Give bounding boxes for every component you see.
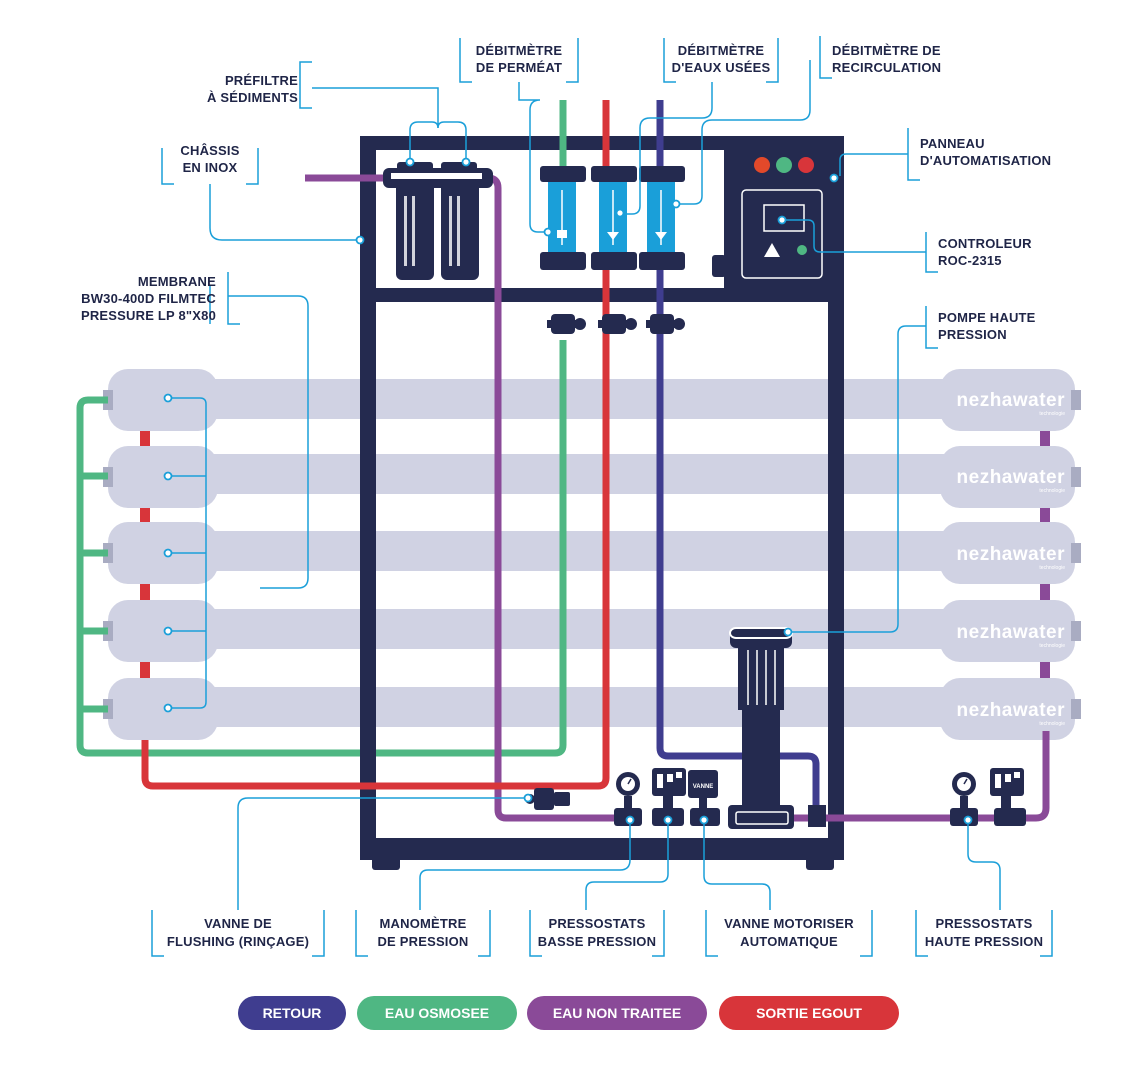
ball-valve-icon [547,314,685,334]
watermark-tagline: technologie [1039,721,1065,727]
pressure-gauge-icon [950,772,978,826]
label-pressostats-haute-1: PRESSOSTATS [935,916,1032,931]
label-debit-permeat-1: DÉBITMÈTRE [476,43,563,58]
label-panneau-1: PANNEAU [920,136,985,151]
label-prefiltre-2: À SÉDIMENTS [207,90,298,105]
label-vanne-flushing-1: VANNE DE [204,916,272,931]
label-vanne-motoriser-2: AUTOMATIQUE [740,934,838,949]
label-membrane-3: PRESSURE LP 8"X80 [81,308,216,323]
label-pompe-1: POMPE HAUTE [938,310,1036,325]
label-debit-eaux-usees-1: DÉBITMÈTRE [678,43,765,58]
label-pompe-2: PRESSION [938,327,1007,342]
watermark-brand: nezhawater [957,622,1066,643]
legend-item-sortie-egout: SORTIE EGOUT [719,996,899,1030]
label-pressostats-haute-2: HAUTE PRESSION [925,934,1043,949]
label-pressostats-basse-1: PRESSOSTATS [548,916,645,931]
label-membrane-1: MEMBRANE [138,274,216,289]
component-labels: PRÉFILTRE À SÉDIMENTS CHÂSSIS EN INOX ME… [81,43,1051,949]
label-vanne-motoriser-1: VANNE MOTORISER [724,916,854,931]
motorized-valve-icon: VANNE [688,770,720,826]
watermark-tagline: technologie [1039,643,1065,649]
label-membrane-2: BW30-400D FILMTEC [81,291,216,306]
left-manifold [76,340,1050,757]
label-vanne-flushing-2: FLUSHING (RINÇAGE) [167,934,309,949]
legend-item-eau-osmosee: EAU OSMOSEE [357,996,517,1030]
label-debit-recirculation-2: RECIRCULATION [832,60,941,75]
legend-label: EAU OSMOSEE [385,1005,489,1021]
legend: RETOUR EAU OSMOSEE EAU NON TRAITEE SORTI… [238,996,899,1030]
label-chassis-1: CHÂSSIS [180,143,239,158]
drain-line [141,100,610,790]
legend-item-retour: RETOUR [238,996,346,1030]
watermark-brand: nezhawater [957,544,1066,565]
membrane-end-caps-left [108,369,218,740]
stainless-frame [360,136,844,870]
watermark-brand: nezhawater [957,467,1066,488]
label-debit-eaux-usees-2: D'EAUX USÉES [672,60,771,75]
legend-label: SORTIE EGOUT [756,1005,862,1021]
label-prefiltre-1: PRÉFILTRE [225,73,298,88]
pressure-switch-icon [990,768,1026,826]
callout-lines [151,36,1053,957]
watermark-tagline: technologie [1039,411,1065,417]
flowmeter-icon [639,166,685,270]
membrane-end-caps-right [940,369,1075,740]
label-pressostats-basse-2: BASSE PRESSION [538,934,656,949]
label-chassis-2: EN INOX [183,160,238,175]
flowmeter-icon [540,166,586,270]
filter-housing-icon [383,162,493,280]
watermark-logos: nezhawater nezhawater nezhawater nezhawa… [957,390,1066,727]
membrane-rows [115,379,1070,727]
watermark-tagline: technologie [1039,488,1065,494]
legend-label: RETOUR [263,1005,322,1021]
membrane-array: nezhawater nezhawater nezhawater nezhawa… [103,369,1081,740]
watermark-brand: nezhawater [957,390,1066,411]
label-debit-recirculation-1: DÉBITMÈTRE DE [832,43,941,58]
label-panneau-2: D'AUTOMATISATION [920,153,1051,168]
legend-item-eau-non-traitee: EAU NON TRAITEE [527,996,707,1030]
valve-tag: VANNE [693,784,714,790]
label-manometre-1: MANOMÈTRE [379,916,466,931]
label-debit-permeat-2: DE PERMÉAT [476,60,562,75]
label-manometre-2: DE PRESSION [377,934,468,949]
label-controleur-2: ROC-2315 [938,253,1002,268]
return-line [656,100,820,812]
flowmeter-icon [591,166,637,270]
pump-motor-icon [728,627,826,829]
watermark-brand: nezhawater [957,700,1066,721]
legend-label: EAU NON TRAITEE [553,1005,681,1021]
watermark-tagline: technologie [1039,565,1065,571]
label-controleur-1: CONTROLEUR [938,236,1032,251]
